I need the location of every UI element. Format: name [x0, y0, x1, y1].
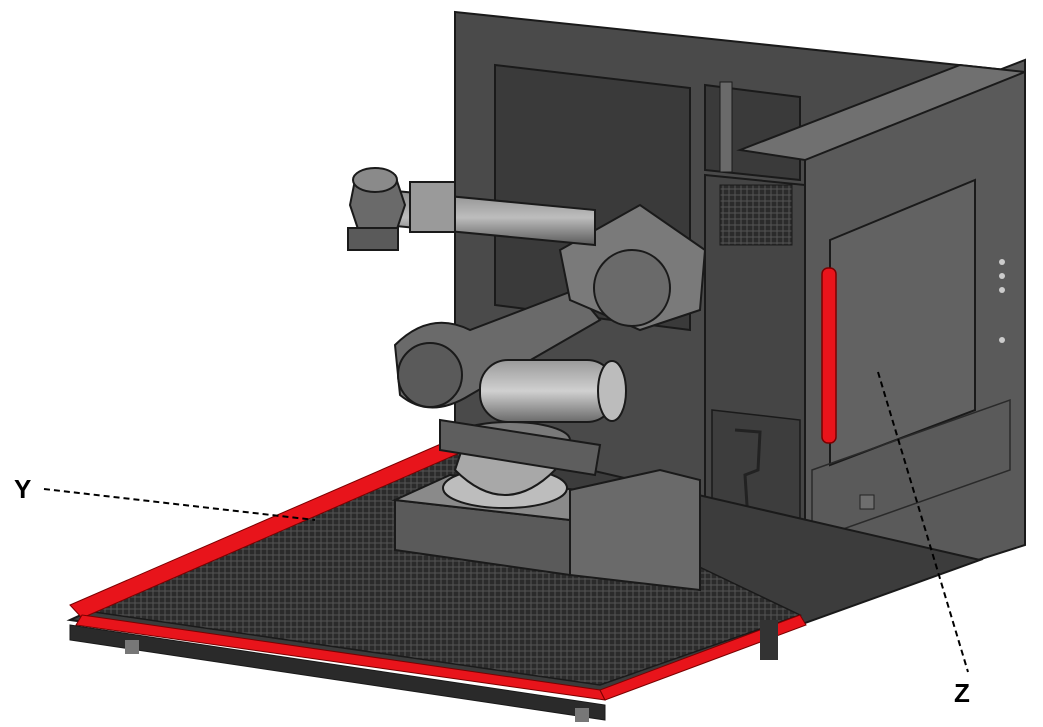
- callout-y-label: Y: [14, 474, 32, 504]
- callout-z-leader: [877, 371, 969, 673]
- callout-z-label: Z: [954, 678, 970, 708]
- robot-wrist: [347, 167, 407, 251]
- door-handle: [821, 267, 837, 444]
- callout-y-leader: [43, 488, 316, 521]
- enclosure-door: [736, 58, 1026, 617]
- robot-lower-arm: [393, 288, 627, 477]
- robot-upper-arm: [384, 181, 707, 332]
